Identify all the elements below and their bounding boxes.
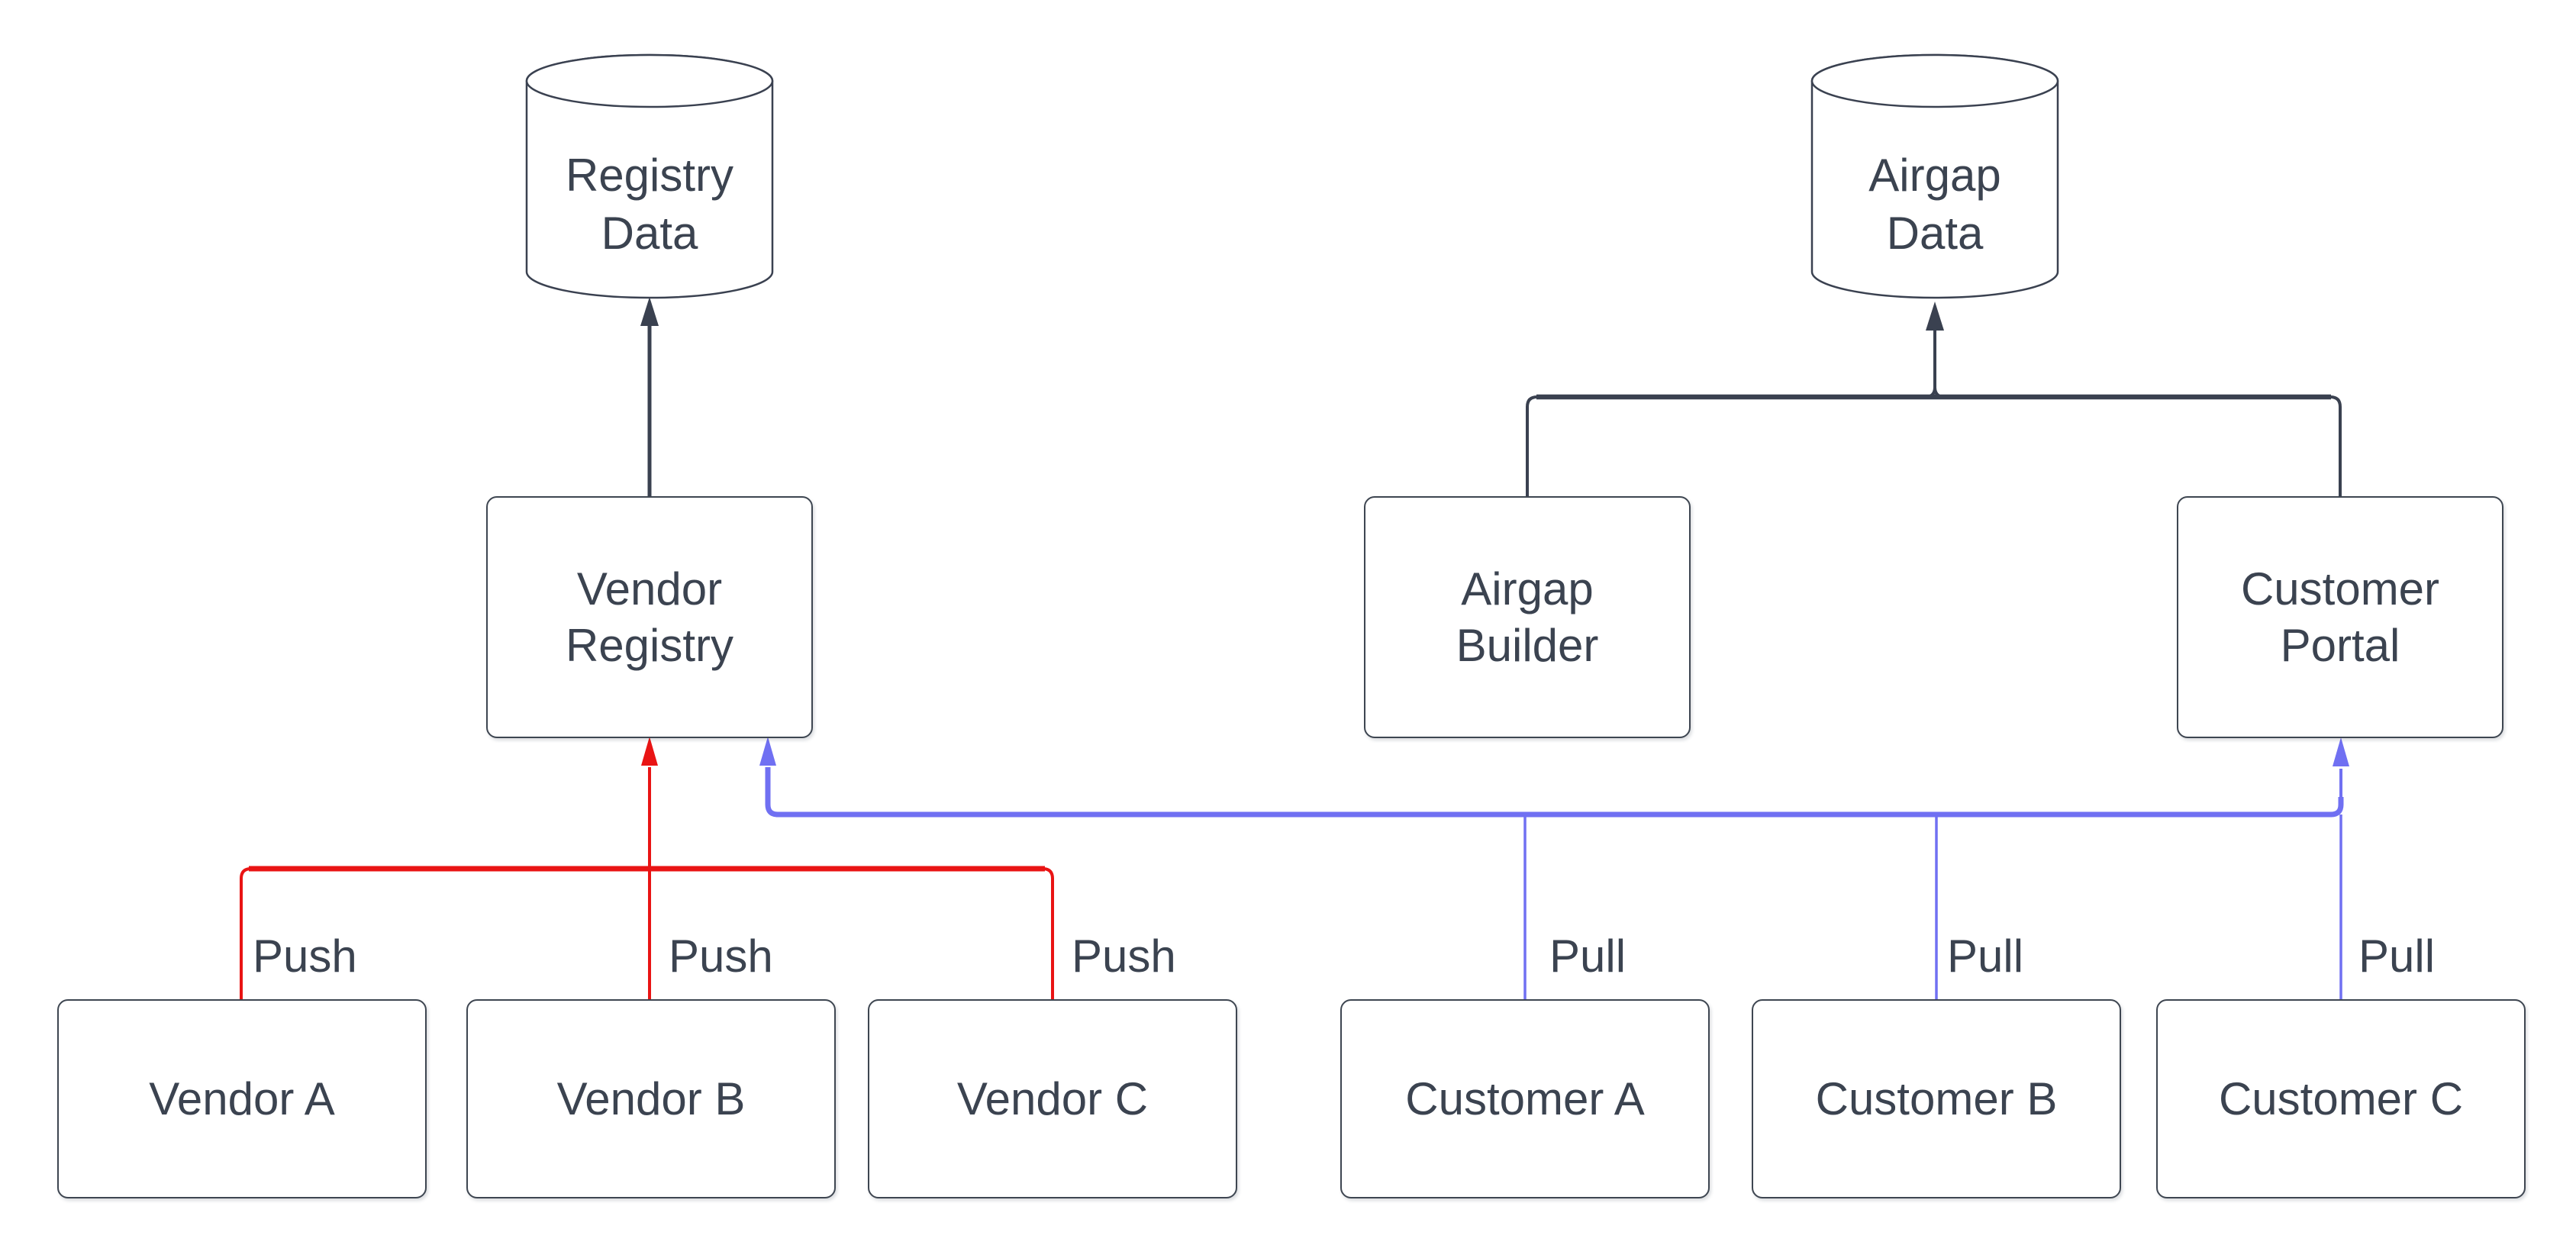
node-vendor-registry-label: Vendor Registry [565, 563, 734, 671]
edge-label-pull-customer-c: Pull [2358, 931, 2436, 982]
edge-label-push-vendor-b: Push [669, 931, 773, 982]
node-vendor-c-label: Vendor C [956, 1073, 1149, 1124]
node-customer-c: Customer C [2156, 999, 2526, 1198]
node-airgap-builder: Airgap Builder [1364, 496, 1691, 738]
edge-customer-portal-up [1933, 329, 2342, 496]
arrowhead-push-into-vendor-registry [641, 737, 658, 766]
node-customer-a: Customer A [1340, 999, 1710, 1198]
node-customer-portal-label: Customer Portal [2240, 563, 2440, 671]
edge-label-push-vendor-c: Push [1072, 931, 1176, 982]
node-customer-portal: Customer Portal [2177, 496, 2503, 738]
node-registry-data-label: Registry Data [565, 150, 734, 259]
node-vendor-a: Vendor A [57, 999, 427, 1198]
database-shape-airgap-data [1810, 53, 2059, 299]
node-registry-data-label-box: Registry Data [527, 145, 772, 264]
edge-pull-trunk [765, 767, 2344, 818]
node-customer-c-label: Customer C [2218, 1073, 2464, 1124]
node-vendor-c: Vendor C [868, 999, 1237, 1198]
node-customer-b: Customer B [1752, 999, 2121, 1198]
arrowhead-into-airgap-data [1926, 302, 1944, 331]
edge-push-vendor-c [1042, 867, 1054, 999]
node-customer-b-label: Customer B [1815, 1073, 2058, 1124]
arrowhead-pull-into-customer-portal [2333, 737, 2349, 766]
node-vendor-b: Vendor B [466, 999, 836, 1198]
edge-label-pull-customer-b: Pull [1947, 931, 2024, 982]
arrowhead-into-registry-data [640, 297, 659, 326]
node-airgap-data-label: Airgap Data [1868, 150, 2001, 259]
edge-airgap-builder-up [1526, 329, 1936, 496]
node-vendor-a-label: Vendor A [149, 1073, 335, 1124]
arrowhead-pull-into-vendor-registry [759, 737, 776, 766]
node-airgap-data-label-box: Airgap Data [1812, 145, 2058, 264]
edge-label-push-vendor-a: Push [253, 931, 357, 982]
node-vendor-registry: Vendor Registry [486, 496, 813, 738]
edge-label-pull-customer-a: Pull [1549, 931, 1627, 982]
database-shape-registry-data [525, 53, 774, 299]
node-customer-a-label: Customer A [1405, 1073, 1645, 1124]
node-vendor-b-label: Vendor B [556, 1073, 746, 1124]
node-airgap-builder-label: Airgap Builder [1456, 563, 1599, 671]
edge-push-vendor-a [240, 867, 252, 999]
